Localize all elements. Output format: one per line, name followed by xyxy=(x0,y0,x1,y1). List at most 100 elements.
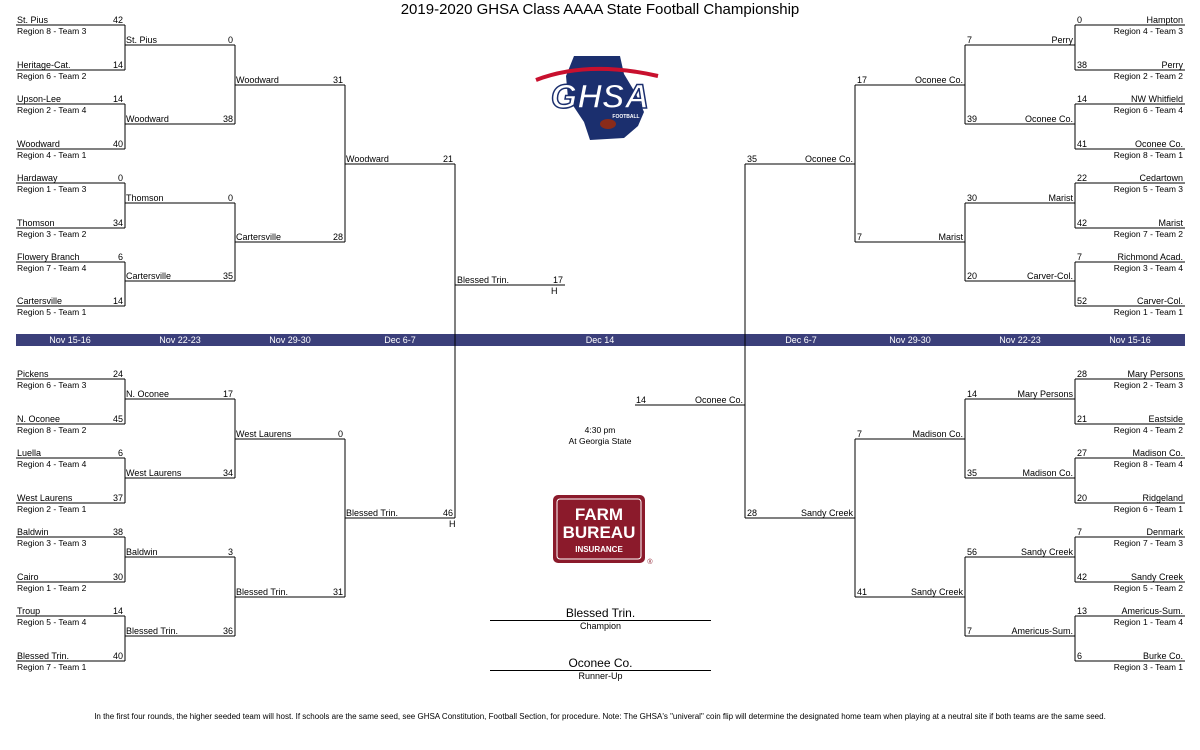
team-name: Sandy Creek xyxy=(800,508,853,518)
team-score: 14 xyxy=(112,94,123,104)
team-seed: Region 3 - Team 3 xyxy=(17,538,87,548)
team-score: 7 xyxy=(857,232,863,242)
team-seed: Region 5 - Team 2 xyxy=(1113,583,1183,593)
team-name: West Laurens xyxy=(126,468,182,478)
team-score: 42 xyxy=(112,15,123,25)
team-name: Denmark xyxy=(1146,527,1183,537)
team-score: 52 xyxy=(1077,296,1088,306)
date-label: Nov 22-23 xyxy=(999,335,1041,345)
team-score: 21 xyxy=(1077,414,1088,424)
team-name: Sandy Creek xyxy=(910,587,963,597)
team-score: 35 xyxy=(967,468,978,478)
team-score: 46 xyxy=(442,508,453,518)
team-score: 6 xyxy=(117,448,123,458)
team-seed: Region 4 - Team 4 xyxy=(17,459,87,469)
team-score: 28 xyxy=(1077,369,1088,379)
footnote: In the first four rounds, the higher see… xyxy=(94,712,1106,721)
team-name: Oconee Co. xyxy=(1134,139,1183,149)
team-score: 0 xyxy=(337,429,343,439)
team-seed: Region 2 - Team 4 xyxy=(17,105,87,115)
date-label: Nov 29-30 xyxy=(889,335,931,345)
team-score: 28 xyxy=(332,232,343,242)
team-name: Americus-Sum. xyxy=(1011,626,1073,636)
farm-bureau-line2: BUREAU xyxy=(563,523,636,542)
team-score: 7 xyxy=(857,429,863,439)
team-score: 0 xyxy=(117,173,123,183)
team-seed: Region 5 - Team 4 xyxy=(17,617,87,627)
ghsa-logo-subtext: FOOTBALL xyxy=(612,114,639,120)
team-seed: Region 4 - Team 3 xyxy=(1113,26,1183,36)
team-name: Madison Co. xyxy=(1132,448,1183,458)
date-label: Nov 29-30 xyxy=(269,335,311,345)
team-seed: Region 3 - Team 2 xyxy=(17,229,87,239)
team-name: Carver-Col. xyxy=(1026,271,1073,281)
georgia-shape-icon xyxy=(566,56,644,140)
team-name: Flowery Branch xyxy=(17,252,80,262)
team-name: Woodward xyxy=(17,139,60,149)
finalist-score: 14 xyxy=(636,395,647,405)
team-name: Thomson xyxy=(126,193,164,203)
team-name: Marist xyxy=(938,232,964,242)
team-score: 35 xyxy=(747,154,758,164)
farm-bureau-logo: FARM BUREAU INSURANCE ® xyxy=(553,495,653,566)
runner-up-label: Runner-Up xyxy=(490,670,711,681)
team-name: Oconee Co. xyxy=(1024,114,1073,124)
champion-name: Blessed Trin. xyxy=(565,606,636,620)
team-name: St. Pius xyxy=(126,35,158,45)
champion-label: Champion xyxy=(490,620,711,631)
team-score: 31 xyxy=(332,587,343,597)
team-seed: Region 2 - Team 3 xyxy=(1113,380,1183,390)
team-score: 38 xyxy=(1077,60,1088,70)
team-seed: Region 3 - Team 1 xyxy=(1113,662,1183,672)
date-label: Dec 14 xyxy=(585,335,615,345)
team-name: Oconee Co. xyxy=(914,75,963,85)
ghsa-logo-text: GHSA xyxy=(551,78,649,116)
finalist-name: Oconee Co. xyxy=(694,395,743,405)
team-score: 24 xyxy=(112,369,123,379)
team-seed: Region 3 - Team 4 xyxy=(1113,263,1183,273)
team-name: Marist xyxy=(1048,193,1074,203)
registered-mark: ® xyxy=(647,558,653,566)
ghsa-logo: GHSA FOOTBALL xyxy=(535,56,659,140)
team-score: 0 xyxy=(1077,15,1083,25)
team-score: 6 xyxy=(117,252,123,262)
team-seed: Region 1 - Team 1 xyxy=(1113,307,1183,317)
team-name: West Laurens xyxy=(236,429,292,439)
team-score: 14 xyxy=(112,60,123,70)
date-label: Dec 6-7 xyxy=(384,335,416,345)
team-score: 14 xyxy=(967,389,978,399)
team-name: Pickens xyxy=(17,369,49,379)
team-name: Blessed Trin. xyxy=(17,651,70,661)
team-score: 56 xyxy=(967,547,978,557)
team-name: Perry xyxy=(1161,60,1183,70)
date-label: Nov 15-16 xyxy=(49,335,91,345)
team-seed: Region 8 - Team 1 xyxy=(1113,150,1183,160)
team-name: Cartersville xyxy=(126,271,172,281)
team-name: West Laurens xyxy=(17,493,73,503)
runner-up-name: Oconee Co. xyxy=(568,656,633,670)
finalist-score: 17 xyxy=(552,275,563,285)
team-score: 40 xyxy=(112,139,123,149)
team-seed: Region 7 - Team 1 xyxy=(17,662,87,672)
team-name: St. Pius xyxy=(17,15,49,25)
team-name: Cedartown xyxy=(1139,173,1183,183)
team-score: 39 xyxy=(967,114,978,124)
team-score: 41 xyxy=(1077,139,1088,149)
team-name: Sandy Creek xyxy=(1020,547,1073,557)
team-name: Oconee Co. xyxy=(804,154,853,164)
team-name: Blessed Trin. xyxy=(126,626,179,636)
team-name: Burke Co. xyxy=(1142,651,1183,661)
team-score: 42 xyxy=(1077,572,1088,582)
team-name: Blessed Trin. xyxy=(346,508,399,518)
team-name: Sandy Creek xyxy=(1130,572,1183,582)
team-score: 36 xyxy=(222,626,233,636)
team-name: Woodward xyxy=(346,154,389,164)
team-name: N. Oconee xyxy=(126,389,170,399)
team-name: Woodward xyxy=(126,114,169,124)
team-score: 34 xyxy=(222,468,233,478)
home-marker: H xyxy=(551,286,558,296)
date-label: Dec 6-7 xyxy=(785,335,817,345)
team-score: 17 xyxy=(222,389,233,399)
team-name: Hampton xyxy=(1146,15,1183,25)
team-seed: Region 1 - Team 3 xyxy=(17,184,87,194)
